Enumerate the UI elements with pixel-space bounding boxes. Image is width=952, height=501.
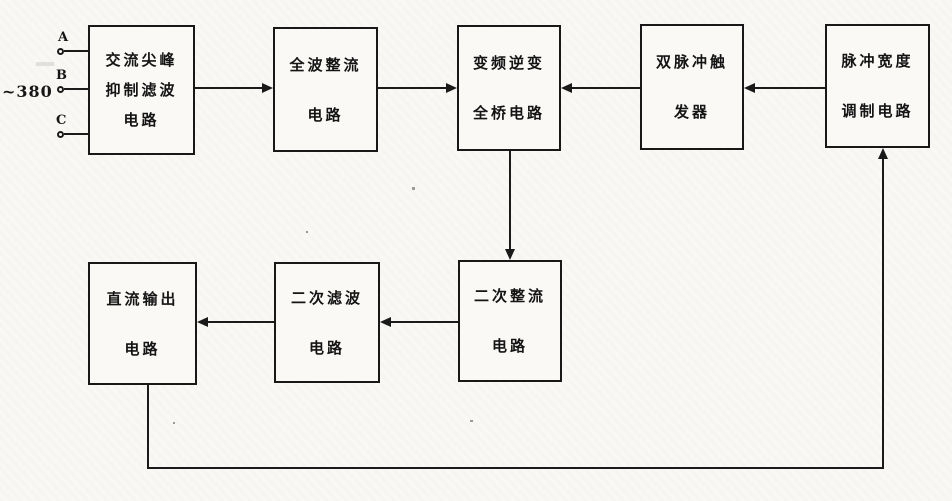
block-label-line: 抑制滤波	[105, 81, 178, 99]
block-label-line: 电路	[124, 339, 161, 358]
phase-b-terminal	[57, 86, 64, 93]
scan-speck	[173, 422, 175, 424]
phase-a-terminal	[57, 48, 64, 55]
block-label-line: 电路	[307, 105, 344, 124]
arrowhead-up-icon	[878, 148, 888, 159]
block-label-line: 发器	[673, 103, 710, 121]
arrowhead-left-icon	[744, 83, 755, 93]
feedback-wire-up	[882, 158, 884, 469]
block-variable-freq-inverter-bridge: 变频逆变 全桥电路	[457, 25, 561, 151]
block-label-line: 脉冲宽度	[841, 52, 914, 70]
block-label-line: 全桥电路	[472, 104, 545, 122]
block-label-line: 双脉冲触	[655, 53, 728, 71]
phase-b-label: B	[56, 68, 67, 83]
scan-speck	[470, 420, 473, 422]
block-label-line: 二次整流	[473, 287, 546, 305]
connector-trigger-to-inverter	[572, 87, 640, 89]
block-label-line: 全波整流	[289, 55, 362, 74]
block-dc-output-circuit: 直流输出 电路	[88, 262, 197, 385]
scan-speck	[306, 231, 308, 233]
supply-voltage-label: ~380	[2, 82, 53, 101]
block-pulse-width-modulation: 脉冲宽度 调制电路	[825, 24, 930, 148]
connector-pwm-to-trigger	[755, 87, 825, 89]
phase-a-wire	[64, 50, 88, 52]
block-ac-spike-suppression-filter: 交流尖峰 抑制滤波 电路	[88, 25, 195, 155]
arrowhead-right-icon	[262, 83, 273, 93]
block-label-line: 电路	[308, 338, 345, 357]
block-label-line: 电路	[123, 111, 160, 129]
phase-c-wire	[64, 133, 88, 135]
phase-b-wire	[64, 88, 88, 90]
arrowhead-right-icon	[446, 83, 457, 93]
arrowhead-down-icon	[505, 249, 515, 260]
arrowhead-left-icon	[380, 317, 391, 327]
arrowhead-left-icon	[197, 317, 208, 327]
scan-smudge	[36, 62, 54, 66]
connector-inverter-to-secondary-rectifier	[509, 151, 511, 250]
block-label-line: 变频逆变	[472, 54, 545, 72]
arrowhead-left-icon	[561, 83, 572, 93]
block-label-line: 二次滤波	[290, 288, 363, 307]
connector-secfilter-to-dcoutput	[208, 321, 274, 323]
block-label-line: 电路	[491, 337, 528, 355]
phase-c-terminal	[57, 131, 64, 138]
scan-speck	[412, 187, 415, 190]
phase-c-label: C	[56, 113, 67, 128]
block-double-pulse-trigger: 双脉冲触 发器	[640, 24, 744, 150]
block-full-wave-rectifier: 全波整流 电路	[273, 27, 378, 152]
block-label-line: 交流尖峰	[105, 51, 178, 69]
phase-a-label: A	[58, 30, 69, 45]
block-label-line: 直流输出	[106, 289, 179, 308]
feedback-wire-across	[147, 467, 884, 469]
connector-filter-to-rectifier	[195, 87, 263, 89]
block-secondary-filter: 二次滤波 电路	[274, 262, 380, 383]
feedback-wire-down	[147, 385, 149, 469]
connector-secrectifier-to-secfilter	[391, 321, 458, 323]
block-secondary-rectifier: 二次整流 电路	[458, 260, 562, 382]
block-label-line: 调制电路	[841, 102, 914, 120]
connector-rectifier-to-inverter	[378, 87, 447, 89]
